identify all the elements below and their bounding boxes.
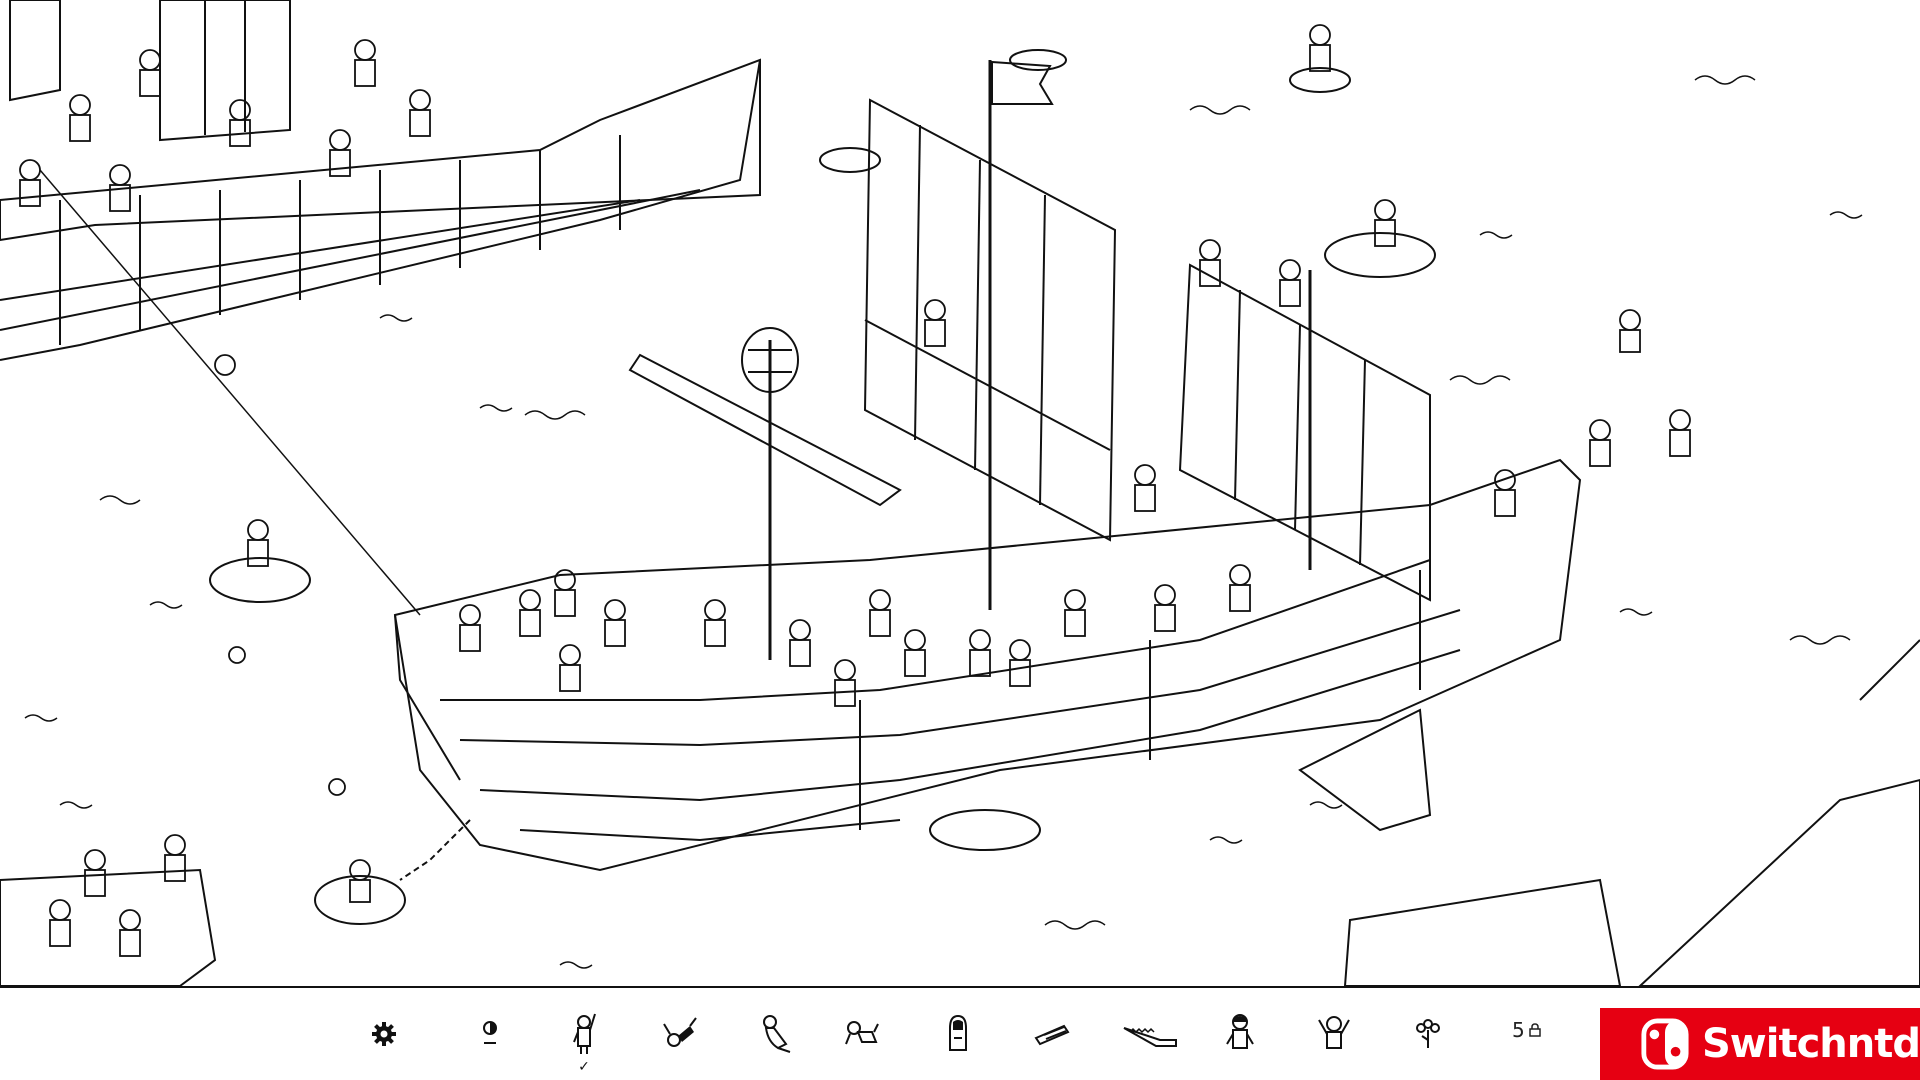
- target-slot-4[interactable]: [744, 988, 808, 1080]
- nintendo-switch-logo-icon: [1641, 1018, 1689, 1070]
- pirate-climbing-icon: [763, 1015, 791, 1053]
- target-slot-9[interactable]: [1208, 988, 1272, 1080]
- pirate-waving-icon: [573, 1013, 596, 1054]
- ship-bottom-right: [1343, 878, 1622, 986]
- watermark-text: Switchntd: [1701, 1021, 1920, 1067]
- rowboat-left: [209, 557, 311, 603]
- plank-icon: [1034, 1024, 1070, 1046]
- pirate-hooded-icon: [949, 1014, 967, 1051]
- pirate-arms-up-icon: [1318, 1016, 1350, 1049]
- sail-rear: [1178, 263, 1431, 602]
- target-slot-8[interactable]: [1118, 988, 1182, 1080]
- pirate-crawling-icon: [845, 1021, 879, 1045]
- pirate-falling-icon: [663, 1017, 697, 1047]
- ship-hull-top-left-lower: [0, 59, 761, 361]
- pirate-standing-icon: [1226, 1014, 1254, 1049]
- target-slot-10[interactable]: [1302, 988, 1366, 1080]
- pirates-crowd: [19, 24, 1691, 957]
- rowboat-bottom: [314, 875, 406, 925]
- target-slot-6[interactable]: [926, 988, 990, 1080]
- remaining-counter: 5: [1512, 1018, 1541, 1042]
- lock-icon: [1528, 1023, 1541, 1037]
- barrel: [741, 327, 799, 393]
- target-slot-11[interactable]: [1396, 988, 1460, 1080]
- target-slot-3[interactable]: [648, 988, 712, 1080]
- watermark-badge: Switchntd: [1600, 1008, 1920, 1080]
- remaining-count: 5: [1512, 1018, 1525, 1042]
- waves: [24, 75, 1863, 969]
- target-slot-2[interactable]: ✓: [552, 988, 616, 1080]
- crocodile-icon: [1123, 1027, 1177, 1047]
- target-slot-7[interactable]: [1020, 988, 1084, 1080]
- game-scene[interactable]: [0, 0, 1920, 986]
- flower-icon: [1416, 1019, 1440, 1048]
- scene-drawing[interactable]: [0, 0, 1920, 986]
- ship-bottom-left: [0, 868, 217, 986]
- target-slot-5[interactable]: [830, 988, 894, 1080]
- sail-main: [863, 98, 1117, 542]
- ship-hull-center: [393, 458, 1582, 872]
- ship-hull-top-left: [0, 58, 761, 242]
- pirate-with-hat-icon: [483, 1021, 497, 1044]
- rowboat-center: [929, 809, 1041, 851]
- target-slot-1[interactable]: [458, 988, 522, 1080]
- gear-icon: [372, 1022, 396, 1046]
- found-checkmark: ✓: [578, 1059, 590, 1075]
- flag: [991, 60, 1054, 105]
- rowboat-right: [1324, 232, 1436, 278]
- settings-button[interactable]: [352, 988, 416, 1080]
